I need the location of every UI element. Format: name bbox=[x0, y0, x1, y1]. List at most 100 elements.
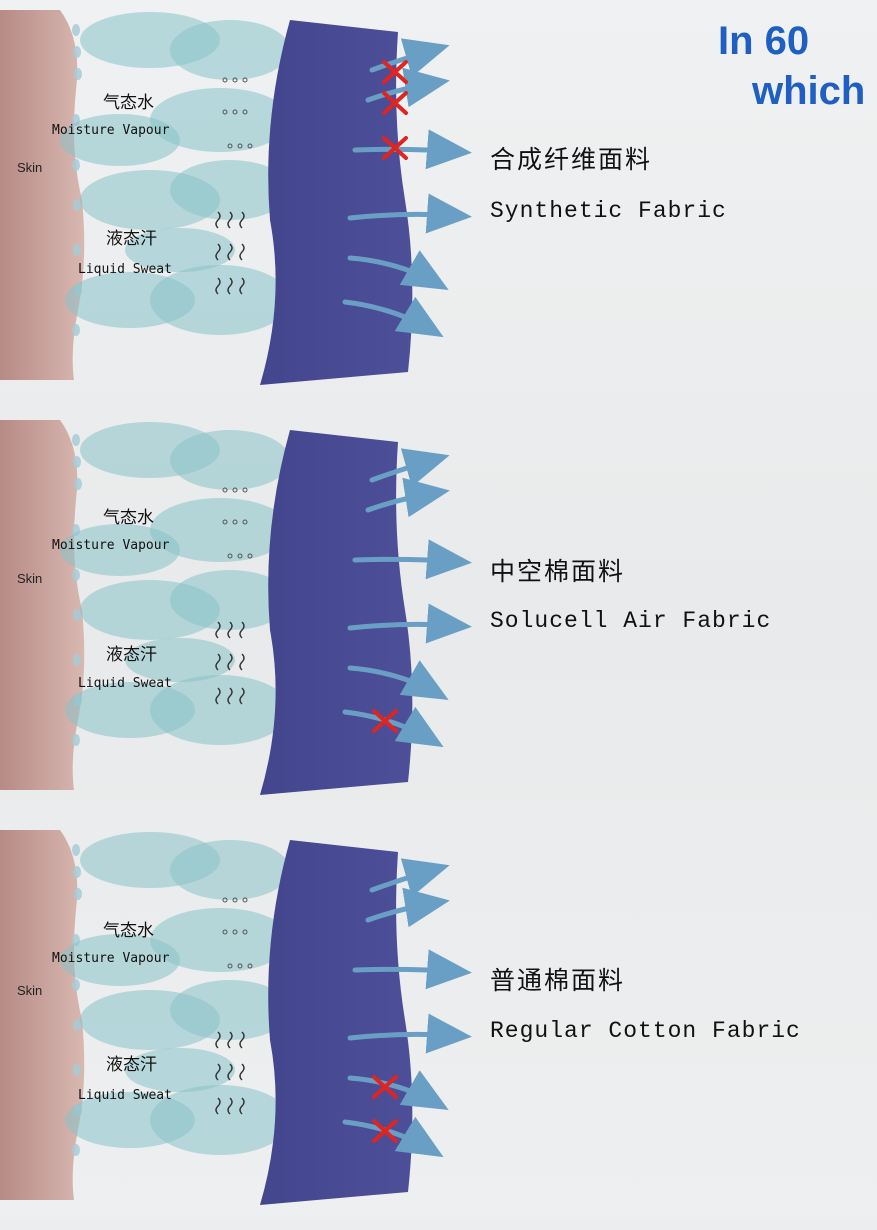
vapour-cloud bbox=[125, 228, 235, 272]
vapour-dot bbox=[222, 77, 228, 83]
evaporation-arrow bbox=[369, 38, 450, 77]
vapour-label-cn: 气态水 bbox=[103, 93, 154, 113]
vapour-dot bbox=[232, 519, 238, 525]
vapour-dot bbox=[237, 143, 243, 149]
sweat-squiggle bbox=[215, 1063, 221, 1081]
sweat-droplet bbox=[74, 478, 82, 490]
vapour-dot bbox=[227, 963, 233, 969]
vapour-label-en: Moisture Vapour bbox=[52, 538, 170, 553]
headline-line-2: which bbox=[752, 69, 866, 113]
sweat-droplet bbox=[73, 1019, 81, 1031]
sweat-droplet bbox=[72, 1144, 80, 1156]
sweat-squiggle bbox=[239, 621, 245, 639]
sweat-droplet bbox=[73, 654, 81, 666]
vapour-cloud bbox=[170, 840, 290, 900]
panel-synthetic: Skin 气态水 Moisture Vapour 液态汗 Liquid Swea… bbox=[0, 0, 877, 410]
sweat-squiggle bbox=[239, 243, 245, 261]
vapour-dot bbox=[237, 963, 243, 969]
evaporation-arrow bbox=[365, 67, 450, 108]
sweat-squiggle bbox=[215, 653, 221, 671]
vapour-cloud bbox=[170, 570, 290, 630]
skin-label: Skin bbox=[17, 983, 43, 998]
sweat-squiggle bbox=[239, 653, 245, 671]
fabric-layer bbox=[260, 840, 413, 1205]
vapour-dot bbox=[222, 487, 228, 493]
vapour-cloud bbox=[150, 908, 290, 972]
vapour-dot bbox=[242, 519, 248, 525]
vapour-dot bbox=[242, 77, 248, 83]
panel-solucell: Skin 气态水 Moisture Vapour 液态汗 Liquid Swea… bbox=[0, 410, 877, 820]
sweat-squiggle bbox=[215, 277, 221, 295]
fabric-layer bbox=[260, 430, 413, 795]
sweat-droplet bbox=[72, 844, 80, 856]
vapour-cloud bbox=[170, 160, 290, 220]
vapour-cloud bbox=[170, 20, 290, 80]
sweat-droplet bbox=[72, 324, 80, 336]
vapour-dot bbox=[222, 897, 228, 903]
vapour-dot bbox=[227, 143, 233, 149]
evaporation-arrow bbox=[347, 660, 449, 700]
fabric-name-en: Solucell Air Fabric bbox=[490, 608, 772, 634]
evaporation-arrow bbox=[347, 193, 472, 234]
sweat-label-en: Liquid Sweat bbox=[78, 676, 172, 691]
vapour-dot bbox=[242, 109, 248, 115]
sweat-squiggle bbox=[239, 211, 245, 229]
sweat-squiggle bbox=[239, 1031, 245, 1049]
sweat-droplet bbox=[72, 979, 80, 991]
fabric-layer bbox=[260, 20, 413, 385]
sweat-label-en: Liquid Sweat bbox=[78, 262, 172, 277]
sweat-droplet bbox=[73, 866, 81, 878]
sweat-squiggle bbox=[215, 243, 221, 261]
vapour-cloud bbox=[60, 114, 180, 166]
sweat-droplet bbox=[73, 1064, 81, 1076]
vapour-cloud bbox=[60, 934, 180, 986]
blocked-mark bbox=[382, 60, 408, 84]
sweat-squiggle bbox=[215, 1031, 221, 1049]
sweat-droplet bbox=[72, 434, 80, 446]
vapour-dot bbox=[222, 929, 228, 935]
fabric-name-cn: 中空棉面料 bbox=[490, 557, 626, 586]
vapour-label-en: Moisture Vapour bbox=[52, 123, 170, 138]
vapour-dot bbox=[232, 487, 238, 493]
sweat-droplet bbox=[72, 734, 80, 746]
skin-layer bbox=[0, 830, 85, 1200]
sweat-label-cn: 液态汗 bbox=[106, 229, 157, 249]
sweat-droplet bbox=[73, 199, 81, 211]
vapour-dot bbox=[232, 897, 238, 903]
fabric-name-cn: 普通棉面料 bbox=[490, 966, 626, 995]
vapour-cloud bbox=[150, 498, 290, 562]
evaporation-arrow bbox=[369, 448, 450, 487]
blocked-mark bbox=[372, 1075, 398, 1099]
sweat-droplet bbox=[73, 456, 81, 468]
vapour-dot bbox=[242, 897, 248, 903]
vapour-cloud bbox=[150, 1085, 290, 1155]
vapour-dot bbox=[232, 77, 238, 83]
sweat-squiggle bbox=[215, 1097, 221, 1115]
sweat-droplet bbox=[74, 68, 82, 80]
skin-layer bbox=[0, 10, 85, 380]
vapour-dot bbox=[232, 929, 238, 935]
fabric-name-en: Regular Cotton Fabric bbox=[490, 1018, 801, 1044]
panel-cotton: Skin 气态水 Moisture Vapour 液态汗 Liquid Swea… bbox=[0, 820, 877, 1230]
vapour-cloud bbox=[150, 88, 290, 152]
fabric-name-en: Synthetic Fabric bbox=[490, 198, 727, 224]
sweat-droplet bbox=[73, 609, 81, 621]
sweat-squiggle bbox=[239, 687, 245, 705]
sweat-squiggle bbox=[227, 277, 233, 295]
evaporation-arrow bbox=[365, 477, 450, 518]
vapour-label-cn: 气态水 bbox=[103, 921, 154, 941]
sweat-squiggle bbox=[227, 653, 233, 671]
sweat-droplet bbox=[72, 159, 80, 171]
panel-synthetic-diagram bbox=[0, 10, 472, 385]
evaporation-arrow bbox=[352, 129, 472, 170]
headline: In 60 which bbox=[718, 16, 877, 116]
vapour-cloud bbox=[170, 980, 290, 1040]
evaporation-arrow bbox=[347, 250, 449, 290]
sweat-squiggle bbox=[239, 1097, 245, 1115]
evaporation-arrow bbox=[352, 949, 472, 990]
evaporation-arrow bbox=[369, 858, 450, 897]
vapour-dot bbox=[247, 963, 253, 969]
vapour-dot bbox=[227, 553, 233, 559]
vapour-dot bbox=[242, 929, 248, 935]
vapour-dot bbox=[242, 487, 248, 493]
